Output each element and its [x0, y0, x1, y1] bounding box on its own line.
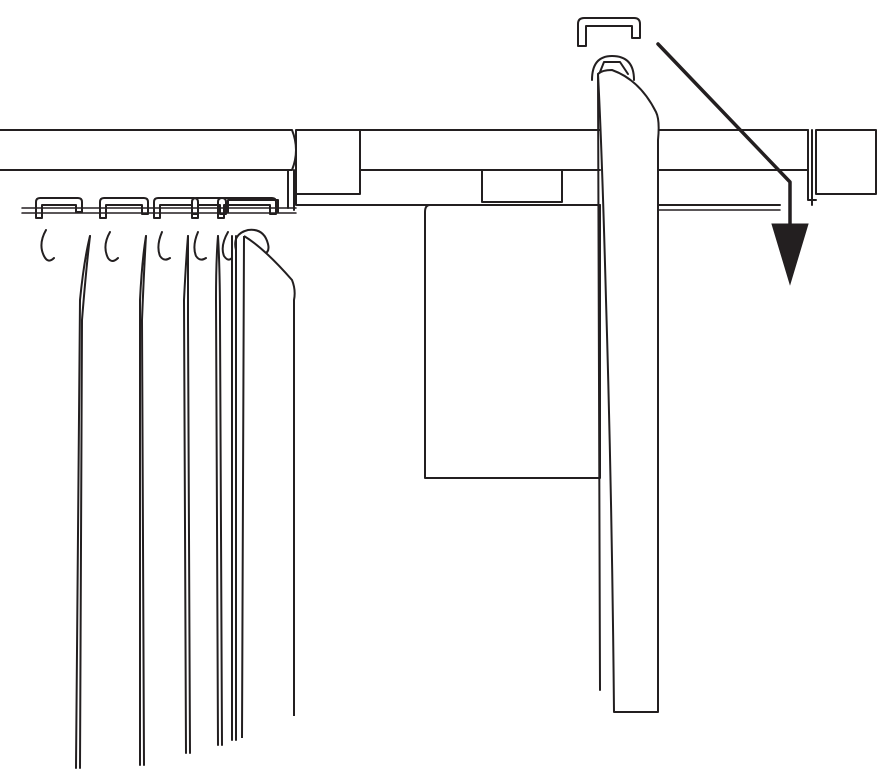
slat-left-4	[215, 235, 219, 746]
hook-curl-3	[157, 231, 171, 261]
slat-left-front	[241, 235, 296, 739]
slat-left-1-edge	[79, 235, 91, 769]
carrier-hook-6	[227, 199, 279, 213]
slat-right-ring	[591, 55, 635, 81]
headrail-top-rail	[359, 129, 809, 171]
stacked-slats	[75, 235, 296, 769]
carrier-block	[481, 169, 563, 203]
slat-right-back-edge	[597, 73, 601, 691]
slat-left-4-edge	[217, 235, 223, 746]
headrail-right-cap	[815, 129, 877, 195]
carrier-hook-2	[99, 197, 149, 219]
detached-carrier	[577, 17, 641, 47]
slat-left-3-edge	[186, 235, 191, 754]
slat-right-panel	[597, 69, 660, 713]
arrow-head	[771, 223, 809, 286]
arrow-down-icon	[656, 42, 809, 286]
carrier-hook-5	[217, 197, 277, 219]
headrail-lower-track	[295, 193, 781, 206]
slat-right-hook-tab	[599, 61, 629, 75]
headrail-valance-clip	[287, 169, 295, 211]
hook-curl-5	[221, 231, 233, 261]
hook-curl-4	[193, 231, 207, 261]
headrail	[0, 129, 877, 214]
carrier-hook-1	[35, 197, 83, 219]
detached-slat-group	[577, 17, 660, 713]
arrow-shaft	[656, 42, 792, 228]
hook-curl-2	[104, 231, 119, 262]
headrail-valance-left	[0, 129, 297, 171]
hook-curl-1	[40, 229, 55, 262]
slat-left-2-edge	[141, 235, 147, 766]
headrail-right-bracket	[807, 129, 817, 206]
headrail-end-block	[295, 129, 361, 195]
headrail-track-line	[21, 207, 781, 214]
slat-panel-center	[424, 204, 601, 479]
